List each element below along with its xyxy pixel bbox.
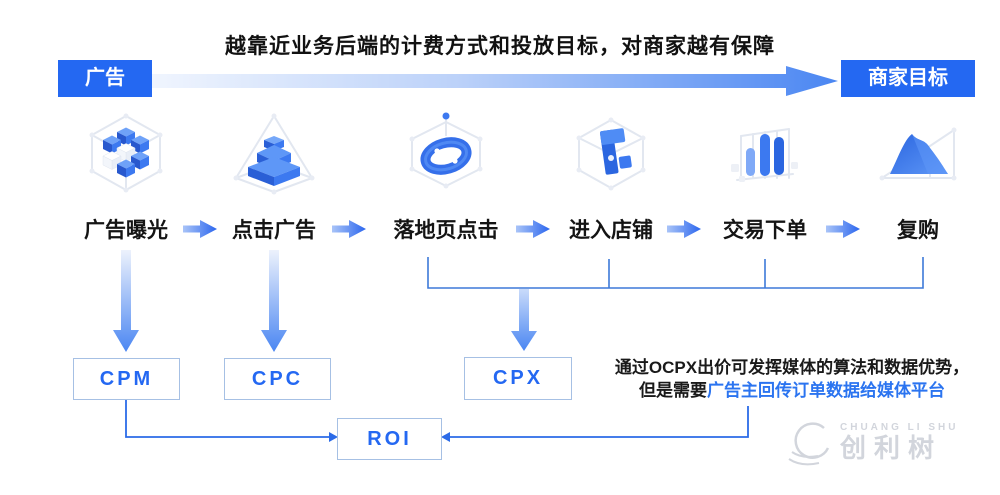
shop-cube-icon bbox=[576, 117, 646, 191]
note-line2-highlight: 广告主回传订单数据给媒体平台 bbox=[707, 381, 945, 400]
stage-ad-exposure: 广告曝光 bbox=[56, 106, 196, 244]
note-line2-prefix: 但是需要 bbox=[639, 381, 707, 400]
stage-label: 点击广告 bbox=[232, 219, 316, 242]
watermark: CHUANG LI SHU 创利树 bbox=[784, 414, 996, 470]
stage-enter-shop: 进入店铺 bbox=[541, 106, 681, 244]
ad-tag: 广告 bbox=[58, 60, 152, 97]
stage-place-order: 交易下单 bbox=[695, 106, 835, 244]
cpx-box: CPX bbox=[464, 357, 572, 400]
step-pyramid-icon bbox=[233, 113, 315, 195]
roi-right-arrowhead-icon bbox=[441, 432, 450, 442]
stage-landing-click: 落地页点击 bbox=[376, 106, 516, 244]
flow-arrow-icon bbox=[183, 220, 217, 238]
cpm-to-roi-line bbox=[125, 400, 329, 438]
roi-box: ROI bbox=[337, 418, 442, 460]
stage-label: 落地页点击 bbox=[393, 219, 499, 242]
stage-label: 交易下单 bbox=[723, 219, 807, 242]
cpc-box: CPC bbox=[224, 358, 331, 400]
cpm-box: CPM bbox=[73, 358, 180, 400]
stage-bracket bbox=[427, 257, 924, 289]
top-gradient-arrow-icon bbox=[152, 66, 838, 96]
flow-arrow-icon bbox=[332, 220, 366, 238]
watermark-cjk: 创利树 bbox=[840, 432, 943, 463]
headline: 越靠近业务后端的计费方式和投放目标，对商家越有保障 bbox=[225, 35, 775, 58]
cube-cluster-icon bbox=[89, 113, 163, 193]
note-line1: 通过OCPX出价可发挥媒体的算法和数据优势， bbox=[614, 358, 970, 377]
watermark-logo-icon bbox=[788, 422, 830, 466]
down-arrow-cpm-icon bbox=[113, 250, 139, 352]
down-arrow-cpc-icon bbox=[261, 250, 287, 352]
link-cube-icon bbox=[409, 112, 483, 189]
stage-label: 广告曝光 bbox=[84, 219, 168, 242]
area-chart-icon bbox=[879, 127, 957, 181]
bar-chart-icon bbox=[731, 128, 798, 182]
flow-arrow-icon bbox=[826, 220, 860, 238]
stage-repurchase: 复购 bbox=[848, 106, 988, 244]
note-to-roi-line bbox=[450, 406, 749, 438]
watermark-latin: CHUANG LI SHU bbox=[840, 421, 959, 433]
stage-ad-click: 点击广告 bbox=[204, 106, 344, 244]
flow-arrow-icon bbox=[667, 220, 701, 238]
stage-label: 进入店铺 bbox=[569, 219, 653, 242]
merchant-goal-tag: 商家目标 bbox=[841, 60, 975, 97]
flow-arrow-icon bbox=[516, 220, 550, 238]
ocpx-note: 通过OCPX出价可发挥媒体的算法和数据优势， 但是需要广告主回传订单数据给媒体平… bbox=[596, 356, 988, 402]
down-arrow-cpx-icon bbox=[511, 289, 537, 351]
stage-label: 复购 bbox=[897, 219, 939, 242]
